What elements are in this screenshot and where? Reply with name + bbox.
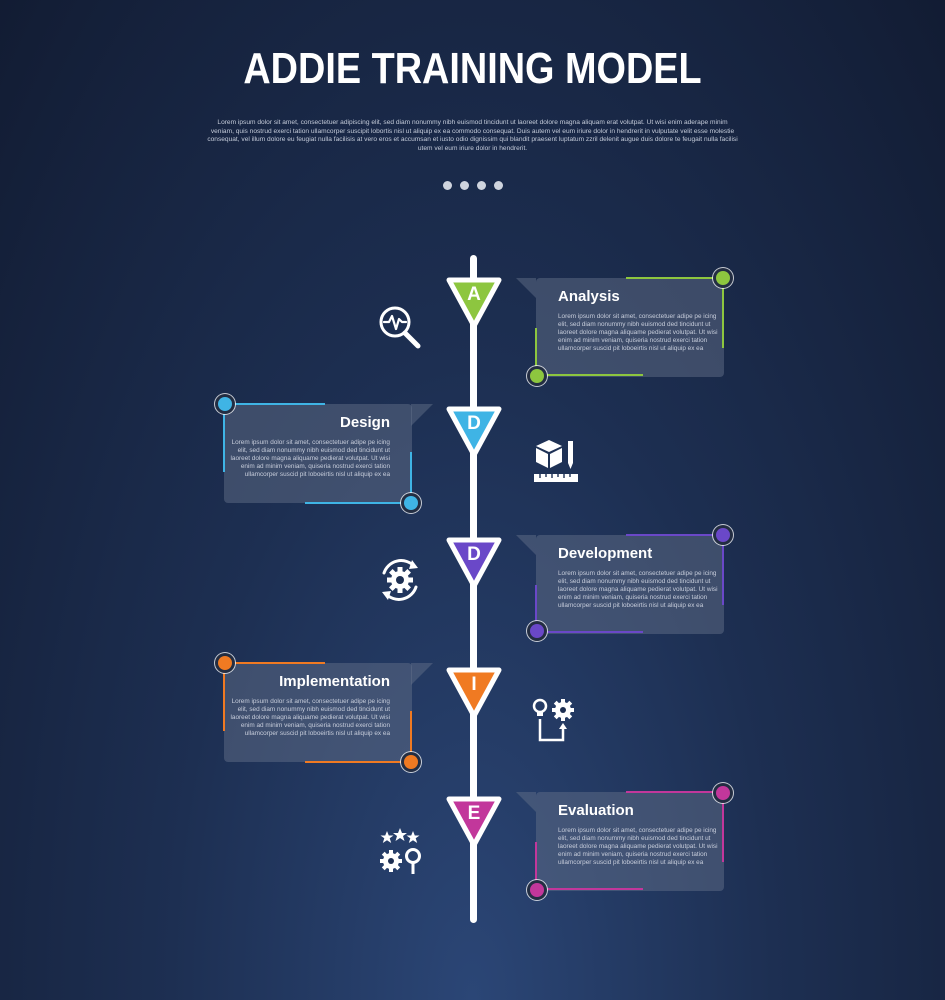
step-description: Lorem ipsum dolor sit amet, consectetuer… — [558, 313, 718, 353]
dot-2 — [460, 181, 469, 190]
dot-1 — [443, 181, 452, 190]
step-card-design: Design Lorem ipsum dolor sit amet, conse… — [224, 404, 412, 503]
connector-dot-evaluation — [716, 786, 730, 800]
step-title: Development — [558, 545, 653, 562]
dot-4 — [494, 181, 503, 190]
step-marker-analysis: A — [441, 272, 507, 334]
step-letter: A — [467, 284, 481, 305]
connector-dot-analysis — [530, 369, 544, 383]
cube-ruler-pencil-icon — [532, 437, 580, 485]
step-card-implementation: Implementation Lorem ipsum dolor sit ame… — [224, 663, 412, 762]
step-marker-implementation: I — [441, 662, 507, 724]
connector-dot-implementation — [218, 656, 232, 670]
step-letter: I — [471, 674, 477, 695]
timeline-spine — [470, 255, 477, 923]
page-subtitle: Lorem ipsum dolor sit amet, consectetuer… — [207, 119, 738, 152]
connector-dot-implementation — [404, 755, 418, 769]
connector-dot-evaluation — [530, 883, 544, 897]
step-title: Analysis — [558, 288, 620, 305]
step-title: Design — [339, 414, 390, 431]
step-marker-development: D — [441, 532, 507, 594]
step-description: Lorem ipsum dolor sit amet, consectetuer… — [230, 439, 390, 479]
gear-refresh-icon — [376, 556, 424, 604]
pagination-dots — [443, 181, 503, 190]
magnifier-analytics-icon — [376, 303, 424, 351]
step-letter: E — [467, 803, 481, 824]
step-description: Lorem ipsum dolor sit amet, consectetuer… — [558, 827, 718, 867]
step-card-development: Development Lorem ipsum dolor sit amet, … — [536, 535, 724, 634]
dot-3 — [477, 181, 486, 190]
step-letter: D — [467, 544, 481, 565]
connector-dot-development — [530, 624, 544, 638]
step-title: Evaluation — [558, 802, 634, 819]
step-marker-design: D — [441, 401, 507, 463]
connector-dot-analysis — [716, 271, 730, 285]
lightbulb-gear-icon — [532, 697, 580, 745]
step-description: Lorem ipsum dolor sit amet, consectetuer… — [558, 570, 718, 610]
stars-gear-search-icon — [376, 828, 424, 876]
connector-dot-design — [218, 397, 232, 411]
step-title: Implementation — [279, 673, 390, 690]
step-card-evaluation: Evaluation Lorem ipsum dolor sit amet, c… — [536, 792, 724, 891]
step-marker-evaluation: E — [441, 791, 507, 853]
step-card-analysis: Analysis Lorem ipsum dolor sit amet, con… — [536, 278, 724, 377]
step-description: Lorem ipsum dolor sit amet, consectetuer… — [230, 698, 390, 738]
connector-dot-development — [716, 528, 730, 542]
page-title: ADDIE TRAINING MODEL — [243, 44, 702, 93]
connector-dot-design — [404, 496, 418, 510]
step-letter: D — [467, 413, 481, 434]
